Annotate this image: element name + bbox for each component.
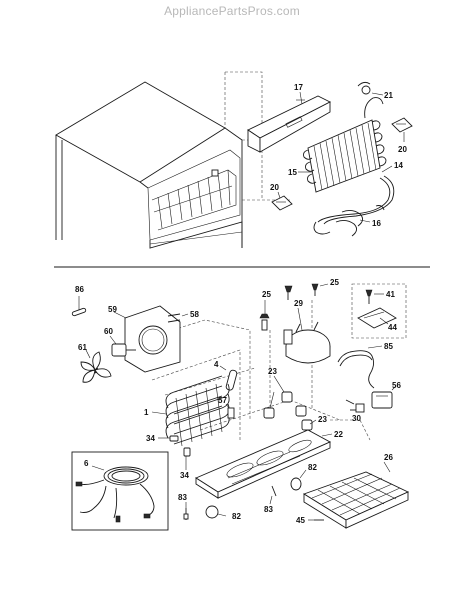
condenser-coil-1 xyxy=(151,375,230,447)
screws-58 xyxy=(167,313,189,323)
drain-pan-clip-86 xyxy=(71,296,87,317)
fan-motor-60 xyxy=(109,335,136,357)
callout-59: 59 xyxy=(108,305,117,314)
callout-85: 85 xyxy=(384,342,393,351)
callout-labels: 17 21 20 14 15 20 16 86 59 58 60 61 25 2… xyxy=(75,83,407,525)
callout-58: 58 xyxy=(190,310,199,319)
watermark-text: AppliancePartsPros.com xyxy=(164,4,300,18)
callout-22: 22 xyxy=(334,430,343,439)
callout-17: 17 xyxy=(294,83,303,92)
callout-34: 34 xyxy=(146,434,155,443)
drain-tube-21 xyxy=(357,81,371,95)
callout-45: 45 xyxy=(296,516,305,525)
callout-25: 25 xyxy=(262,290,271,299)
callout-82: 82 xyxy=(308,463,317,472)
overload-30 xyxy=(345,399,365,413)
callout-82: 82 xyxy=(232,512,241,521)
grommets-23 xyxy=(263,375,317,431)
callout-41: 41 xyxy=(386,290,395,299)
callout-56: 56 xyxy=(392,381,401,390)
leader-lines-top xyxy=(277,91,405,223)
wire-harness-inset-6 xyxy=(71,451,169,531)
callout-57: 57 xyxy=(218,396,227,405)
callout-1: 1 xyxy=(144,408,149,417)
callout-4: 4 xyxy=(214,360,219,369)
clamp-16 xyxy=(313,205,385,237)
tubing-14 xyxy=(317,175,395,225)
fan-bracket-59 xyxy=(113,305,181,373)
callout-60: 60 xyxy=(104,327,113,336)
callout-26: 26 xyxy=(384,453,393,462)
callout-14: 14 xyxy=(394,161,403,170)
callout-21: 21 xyxy=(384,91,393,100)
callout-29: 29 xyxy=(294,299,303,308)
base-plate-22 xyxy=(195,429,333,499)
callout-23: 23 xyxy=(318,415,327,424)
callout-25: 25 xyxy=(330,278,339,287)
callout-83: 83 xyxy=(178,493,187,502)
callout-34: 34 xyxy=(180,471,189,480)
bolts-25 xyxy=(259,283,329,331)
callout-61: 61 xyxy=(78,343,87,352)
relay-56 xyxy=(371,385,397,409)
screws-83 xyxy=(183,485,277,520)
refrigerator-cabinet xyxy=(55,81,243,249)
callout-30: 30 xyxy=(352,414,361,423)
tube-85 xyxy=(337,345,383,389)
callout-6: 6 xyxy=(84,459,89,468)
tray-26 xyxy=(302,461,410,529)
callout-20: 20 xyxy=(270,183,279,192)
insulation-pad-20-left xyxy=(271,195,293,211)
callout-20: 20 xyxy=(398,145,407,154)
callout-15: 15 xyxy=(288,168,297,177)
callout-83: 83 xyxy=(264,505,273,514)
clip-57 xyxy=(225,403,235,419)
screws-34 xyxy=(158,435,191,470)
compressor-29 xyxy=(283,307,331,364)
callout-86: 86 xyxy=(75,285,84,294)
condenser-15 xyxy=(303,97,387,193)
relay-bracket-inset xyxy=(351,283,407,339)
insulation-pad-20-right xyxy=(391,117,413,133)
callout-44: 44 xyxy=(388,323,397,332)
callout-23: 23 xyxy=(268,367,277,376)
legs-82 xyxy=(205,469,307,519)
callout-16: 16 xyxy=(372,219,381,228)
condenser-cover-17 xyxy=(247,95,331,153)
fan-blade-61 xyxy=(80,349,112,383)
